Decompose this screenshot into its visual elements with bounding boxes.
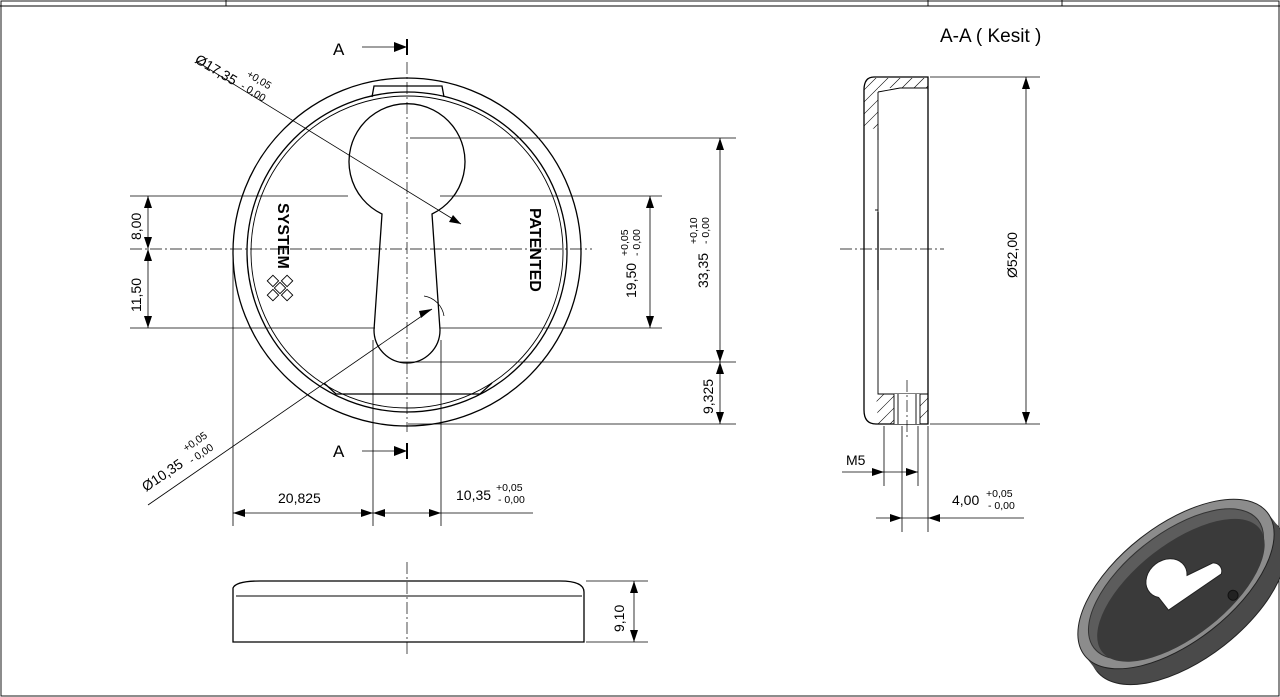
bottom-flat xyxy=(323,382,493,395)
side-view: 9,10 xyxy=(232,562,648,656)
dim-bottom-horizontal: 20,825 10,35 +0,05 - 0,00 xyxy=(232,252,533,526)
section-view: A-A ( Kesit ) xyxy=(840,26,1041,532)
dim-keyhole-span-upper: +0,05 xyxy=(619,229,631,256)
dim-bottom-offset: 9,325 xyxy=(700,379,716,414)
side-profile xyxy=(232,580,585,643)
dim-keyhole-circle-value: Ø17,35 xyxy=(192,51,240,88)
dim-keyhole-circle: Ø17,35 +0,05 - 0,00 xyxy=(192,51,462,225)
dim-outer-diameter: Ø52,00 xyxy=(1004,232,1020,278)
dim-keyhole-length-lower: - 0,00 xyxy=(700,217,712,244)
dim-height-lower: 11,50 xyxy=(128,278,144,312)
svg-text:Ø10,35: Ø10,35 xyxy=(139,455,186,494)
dim-keyhole-length-value: 33,35 xyxy=(695,253,711,288)
top-notch xyxy=(371,85,445,98)
dim-height-upper: 8,00 xyxy=(128,213,144,240)
svg-text:Ø17,35: Ø17,35 xyxy=(192,51,240,88)
cut-label-bottom: A xyxy=(333,442,345,461)
section-cut-top: A xyxy=(333,39,408,59)
dim-wall-thickness-value: 4,00 xyxy=(952,492,979,508)
section-title: A-A ( Kesit ) xyxy=(940,26,1041,47)
system-logo-icon xyxy=(266,274,294,302)
dim-left-heights: 8,00 11,50 xyxy=(128,195,375,329)
dim-right-heights: 19,50 +0,05 - 0,00 33,35 +0,10 - 0,00 9,… xyxy=(400,137,736,425)
dim-thread: M5 xyxy=(846,452,866,468)
dim-wall-thickness-lower: - 0,00 xyxy=(988,500,1015,512)
dim-slot-width-value: Ø10,35 xyxy=(139,455,186,494)
dim-keyhole-span-lower: - 0,00 xyxy=(631,229,643,256)
section-cut-bottom: A xyxy=(333,442,408,461)
front-view: SYSTEM PATENTED xyxy=(130,62,592,432)
dim-side-height: 9,10 xyxy=(611,605,627,632)
dim-slot-width: Ø10,35 +0,05 - 0,00 xyxy=(139,295,445,506)
isometric-render xyxy=(1077,498,1280,686)
dim-keyhole-length-upper: +0,10 xyxy=(688,217,700,244)
cut-label-top: A xyxy=(333,40,345,59)
section-outline xyxy=(863,76,929,425)
engraving-patented: PATENTED xyxy=(526,208,543,292)
dim-horizontal-offset: 20,825 xyxy=(278,490,321,506)
dim-slot-width-bottom-upper: +0,05 xyxy=(496,482,523,494)
dim-keyhole-span-value: 19,50 xyxy=(623,263,639,298)
engraving-system: SYSTEM xyxy=(274,203,291,269)
dim-slot-width-bottom-lower: - 0,00 xyxy=(498,494,525,506)
dim-slot-width-bottom-value: 10,35 xyxy=(456,487,491,503)
dim-wall-thickness-upper: +0,05 xyxy=(986,488,1013,500)
section-inner xyxy=(877,87,928,395)
